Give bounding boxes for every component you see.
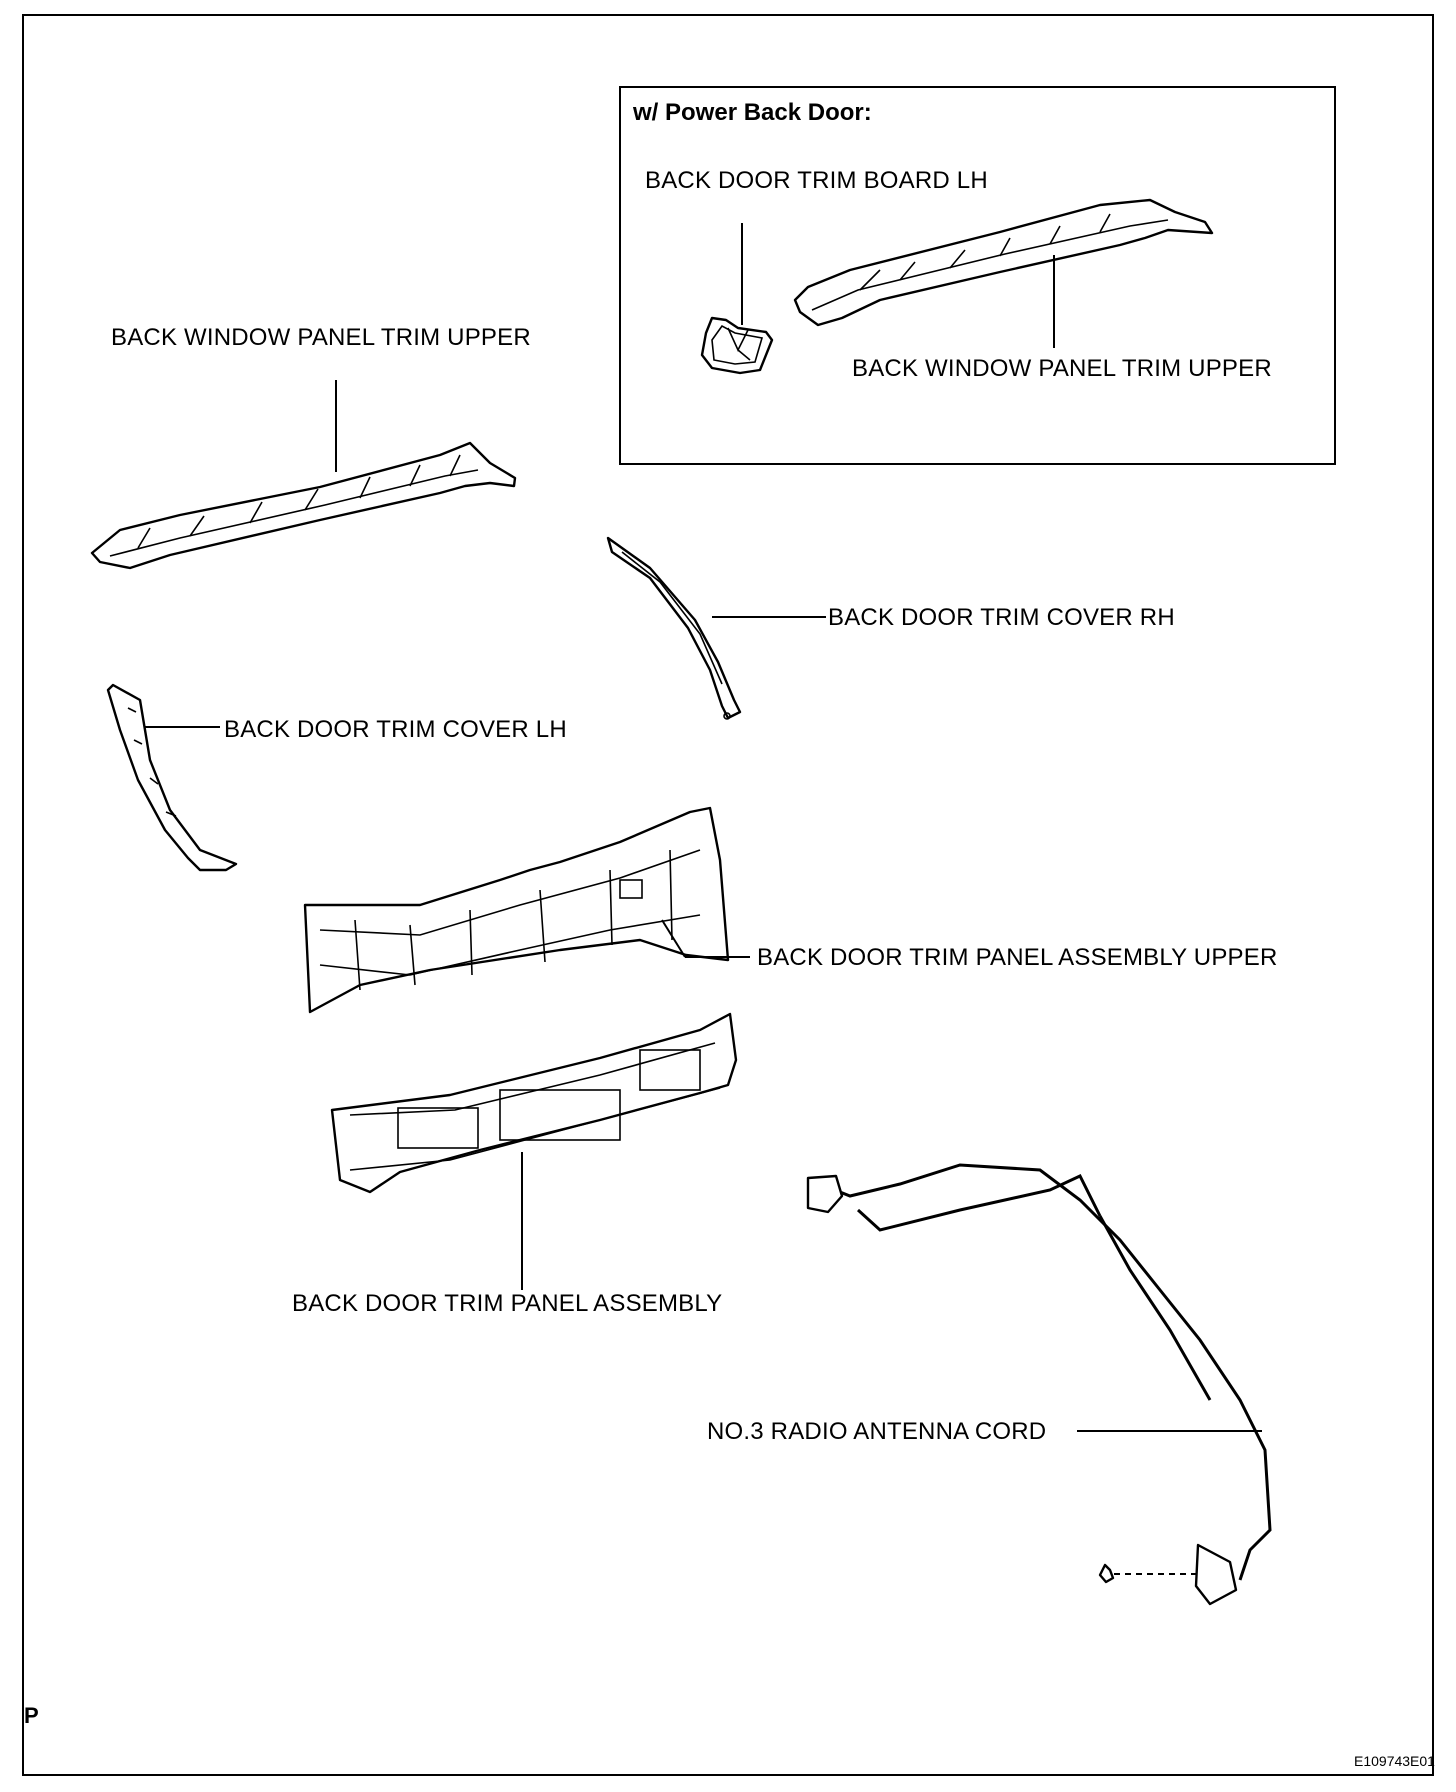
figure-code: E109743E01 — [1354, 1753, 1435, 1769]
back-door-trim-cover-lh-part — [106, 683, 238, 872]
back-window-panel-trim-upper-part — [90, 441, 517, 570]
back-door-trim-panel-assembly-upper-part — [303, 806, 730, 1014]
back-door-trim-panel-assembly-part — [330, 1012, 738, 1194]
no3-radio-antenna-cord-part — [806, 1163, 1272, 1606]
inset-back-window-panel-trim-upper-part — [793, 198, 1214, 327]
inset-title: w/ Power Back Door: — [633, 99, 872, 126]
back-door-trim-cover-rh-label: BACK DOOR TRIM COVER RH — [828, 604, 1175, 631]
corner-mark: P — [24, 1703, 39, 1728]
back-door-trim-cover-rh-part — [606, 536, 742, 720]
diagram-frame — [22, 14, 1434, 1776]
no3-radio-antenna-cord-label: NO.3 RADIO ANTENNA CORD — [707, 1418, 1047, 1445]
back-door-trim-board-lh-part — [700, 316, 774, 375]
back-door-trim-panel-assembly-upper-label: BACK DOOR TRIM PANEL ASSEMBLY UPPER — [757, 944, 1278, 971]
back-window-panel-trim-upper-label: BACK WINDOW PANEL TRIM UPPER — [111, 324, 531, 351]
back-door-trim-panel-assembly-label: BACK DOOR TRIM PANEL ASSEMBLY — [292, 1290, 723, 1317]
inset-back-window-panel-trim-upper-label: BACK WINDOW PANEL TRIM UPPER — [852, 355, 1272, 382]
back-door-trim-board-lh-label: BACK DOOR TRIM BOARD LH — [645, 167, 988, 194]
leader-lines — [145, 223, 1262, 1575]
back-door-trim-cover-lh-label: BACK DOOR TRIM COVER LH — [224, 716, 567, 743]
power-back-door-inset — [619, 86, 1336, 465]
